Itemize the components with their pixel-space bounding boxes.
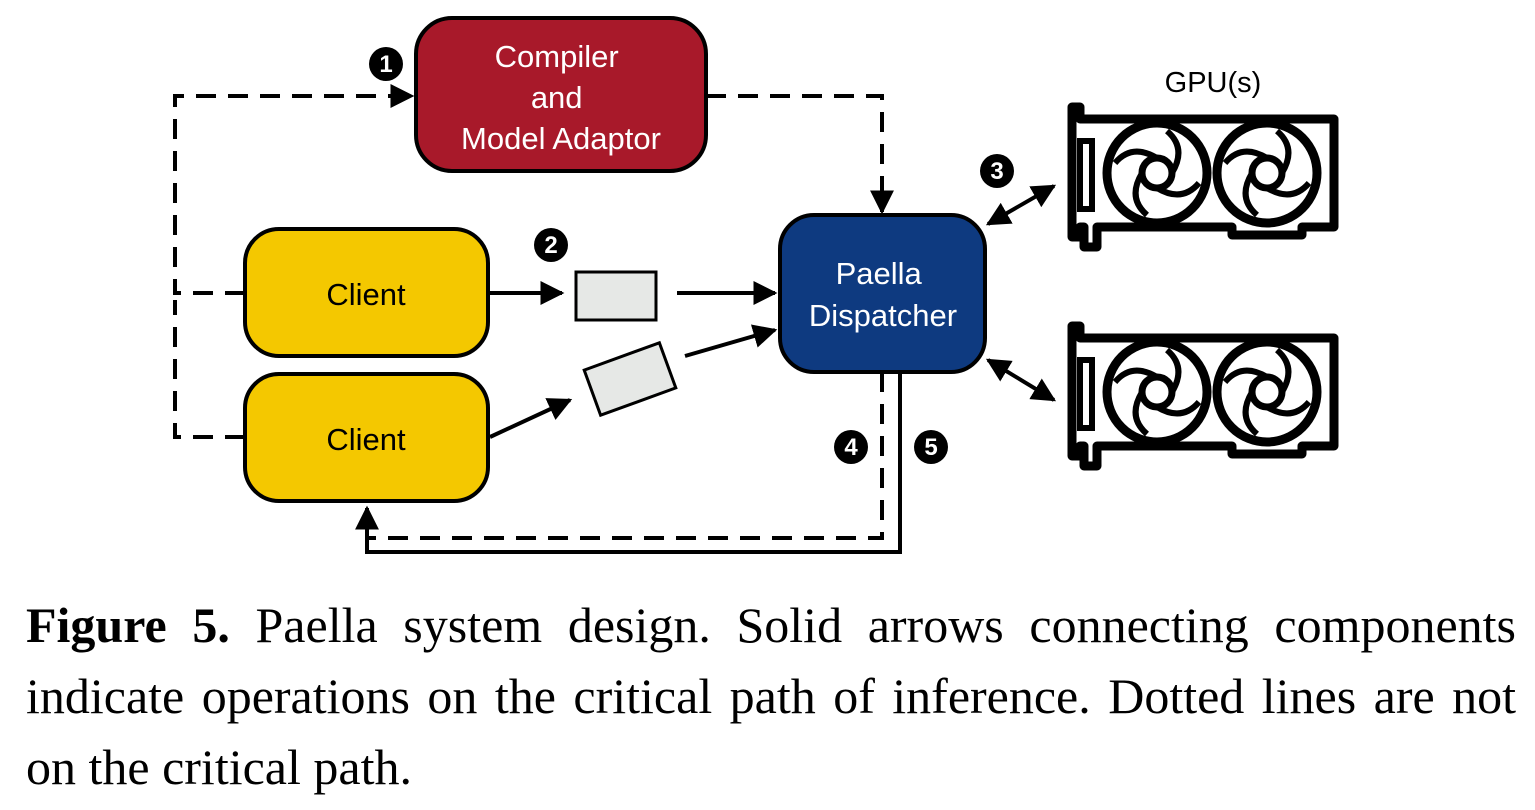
compiler-to-dispatcher-dashed-arrow — [706, 94, 894, 215]
gpu-label: GPU(s) — [1165, 67, 1262, 99]
paella-dispatcher-box: Paella Dispatcher — [778, 213, 987, 374]
compiler-line-1: Compiler — [495, 39, 619, 74]
client-label-2: Client — [326, 422, 406, 457]
client-box-2: Client — [243, 372, 490, 503]
request-block-1 — [574, 270, 658, 322]
request-block-2 — [582, 340, 678, 418]
step-number-3: 3 — [990, 158, 1003, 185]
compiler-model-adaptor-box: Compiler and Model Adaptor — [414, 16, 708, 173]
dispatcher-gpu1-double-arrow — [985, 184, 1057, 226]
client-label-1: Client — [326, 277, 406, 312]
svg-text:Compiler and Model: Compiler and Model Adaptor — [461, 39, 661, 156]
critical-path-arrows — [355, 184, 1057, 554]
dispatcher-gpu2-double-arrow — [985, 358, 1057, 402]
compiler-paths — [173, 84, 894, 540]
step-number-1: 1 — [379, 51, 392, 78]
dispatcher-line-2: Dispatcher — [809, 298, 957, 333]
dispatcher-to-client-dashed-return — [367, 372, 884, 540]
step-badge-2: 2 — [534, 228, 568, 262]
request2-to-dispatcher-arrow — [684, 324, 778, 358]
dispatcher-to-client-solid-return — [355, 372, 902, 554]
svg-text:Paella Dispatcher: Paella Dispatcher — [809, 256, 957, 333]
step-badge-4: 4 — [834, 430, 868, 464]
dispatcher-line-1: Paella — [836, 256, 923, 291]
compiler-line-3: Model Adaptor — [461, 121, 661, 156]
client-box-1: Client — [243, 227, 490, 358]
client-to-compiler-dashed-path — [173, 84, 415, 295]
step-badge-3: 3 — [980, 154, 1014, 188]
figure-label: Figure 5. — [26, 597, 230, 653]
step-badge-1: 1 — [369, 47, 403, 81]
gpu-icon-2 — [1072, 326, 1334, 466]
step-badge-5: 5 — [914, 430, 948, 464]
client2-to-request-arrow — [489, 398, 573, 439]
gpu-icon-1 — [1072, 107, 1334, 247]
compiler-line-2: and — [531, 80, 583, 115]
figure-caption: Figure 5. Paella system design. Solid ar… — [26, 590, 1516, 803]
client2-dashed-path — [173, 300, 245, 439]
step-number-5: 5 — [924, 434, 937, 461]
step-number-2: 2 — [544, 232, 557, 259]
system-design-diagram: Compiler and Model Adaptor Client Client… — [173, 16, 1535, 554]
step-number-4: 4 — [844, 434, 858, 461]
caption-text: Paella system design. Solid arrows conne… — [26, 597, 1516, 795]
